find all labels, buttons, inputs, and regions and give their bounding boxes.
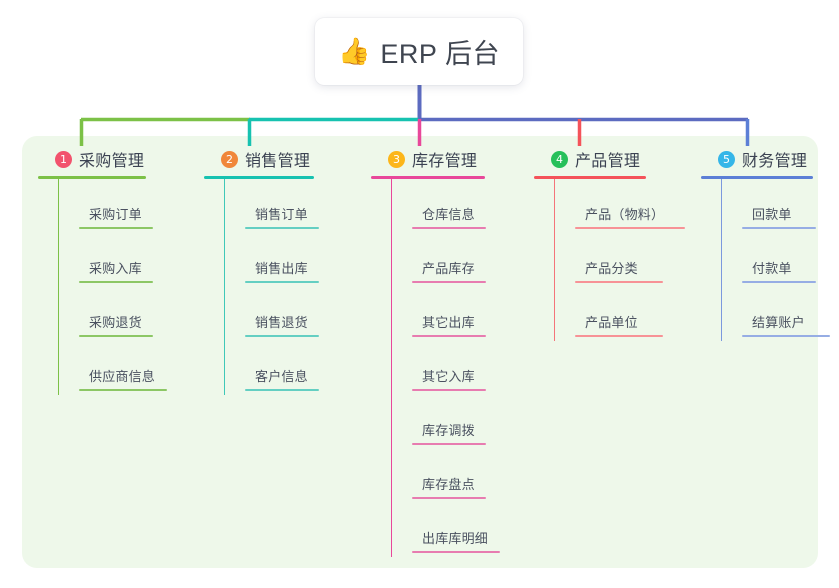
branch-rule-4 xyxy=(534,176,646,179)
branch-column-4: 4 产品管理 产品（物料） 产品分类 产品单位 xyxy=(534,148,694,341)
item-label: 出库库明细 xyxy=(422,531,489,546)
list-item[interactable]: 其它入库 xyxy=(392,341,531,395)
item-label: 销售订单 xyxy=(255,207,308,222)
branch-title-4: 产品管理 xyxy=(575,153,641,170)
root-node[interactable]: 👍 ERP 后台 xyxy=(315,18,523,85)
branch-items-1: 采购订单 采购入库 采购退货 供应商信息 xyxy=(58,179,188,395)
list-item[interactable]: 产品分类 xyxy=(555,233,694,287)
branch-title-2: 销售管理 xyxy=(245,153,311,170)
branch-header-3[interactable]: 3 库存管理 xyxy=(371,148,531,170)
item-rule xyxy=(412,389,486,391)
item-rule xyxy=(742,335,830,337)
item-label: 仓库信息 xyxy=(422,207,475,222)
list-item[interactable]: 供应商信息 xyxy=(59,341,188,395)
list-item[interactable]: 采购退货 xyxy=(59,287,188,341)
item-label: 供应商信息 xyxy=(89,369,156,384)
diagram-board xyxy=(22,136,818,568)
branch-title-3: 库存管理 xyxy=(412,153,478,170)
item-rule xyxy=(79,281,153,283)
item-rule xyxy=(742,227,816,229)
branch-rule-5 xyxy=(701,176,813,179)
item-rule xyxy=(742,281,816,283)
list-item[interactable]: 采购入库 xyxy=(59,233,188,287)
item-label: 其它入库 xyxy=(422,369,475,384)
branch-items-3: 仓库信息 产品库存 其它出库 其它入库 库存调拨 库存盘点 xyxy=(391,179,531,557)
item-label: 付款单 xyxy=(752,261,792,276)
item-rule xyxy=(79,389,167,391)
item-label: 采购退货 xyxy=(89,315,142,330)
item-rule xyxy=(412,335,486,337)
branch-items-4: 产品（物料） 产品分类 产品单位 xyxy=(554,179,694,341)
item-rule xyxy=(412,443,486,445)
item-label: 销售退货 xyxy=(255,315,308,330)
root-title: ERP 后台 xyxy=(380,39,500,69)
item-label: 产品单位 xyxy=(585,315,638,330)
item-label: 销售出库 xyxy=(255,261,308,276)
list-item[interactable]: 客户信息 xyxy=(225,341,354,395)
branch-badge-4: 4 xyxy=(551,150,568,168)
branch-header-1[interactable]: 1 采购管理 xyxy=(38,148,188,170)
item-rule xyxy=(575,281,663,283)
list-item[interactable]: 回款单 xyxy=(722,179,839,233)
item-label: 结算账户 xyxy=(752,315,805,330)
list-item[interactable]: 销售退货 xyxy=(225,287,354,341)
branch-badge-2: 2 xyxy=(221,150,238,168)
item-rule xyxy=(79,227,153,229)
branch-badge-5: 5 xyxy=(718,150,735,168)
thumbs-up-icon: 👍 xyxy=(338,35,371,66)
list-item[interactable]: 销售订单 xyxy=(225,179,354,233)
item-label: 采购入库 xyxy=(89,261,142,276)
branch-badge-1: 1 xyxy=(55,150,72,168)
list-item[interactable]: 库存调拨 xyxy=(392,395,531,449)
branch-rule-3 xyxy=(371,176,485,179)
item-rule xyxy=(412,497,486,499)
item-rule xyxy=(412,281,486,283)
item-rule xyxy=(79,335,153,337)
branch-rule-2 xyxy=(204,176,314,179)
list-item[interactable]: 结算账户 xyxy=(722,287,839,341)
list-item[interactable]: 采购订单 xyxy=(59,179,188,233)
item-rule xyxy=(245,389,319,391)
item-rule xyxy=(245,281,319,283)
item-label: 采购订单 xyxy=(89,207,142,222)
branch-header-4[interactable]: 4 产品管理 xyxy=(534,148,694,170)
item-label: 客户信息 xyxy=(255,369,308,384)
item-label: 产品库存 xyxy=(422,261,475,276)
list-item[interactable]: 付款单 xyxy=(722,233,839,287)
item-label: 库存调拨 xyxy=(422,423,475,438)
item-rule xyxy=(412,227,486,229)
list-item[interactable]: 出库库明细 xyxy=(392,503,531,557)
item-label: 产品（物料） xyxy=(585,207,665,222)
list-item[interactable]: 库存盘点 xyxy=(392,449,531,503)
item-label: 其它出库 xyxy=(422,315,475,330)
branch-items-2: 销售订单 销售出库 销售退货 客户信息 xyxy=(224,179,354,395)
list-item[interactable]: 产品单位 xyxy=(555,287,694,341)
branch-column-2: 2 销售管理 销售订单 销售出库 销售退货 客户信息 xyxy=(204,148,354,395)
branch-header-2[interactable]: 2 销售管理 xyxy=(204,148,354,170)
branch-column-1: 1 采购管理 采购订单 采购入库 采购退货 供应商信息 xyxy=(38,148,188,395)
item-label: 回款单 xyxy=(752,207,792,222)
branch-badge-3: 3 xyxy=(388,150,405,168)
list-item[interactable]: 仓库信息 xyxy=(392,179,531,233)
list-item[interactable]: 产品库存 xyxy=(392,233,531,287)
list-item[interactable]: 产品（物料） xyxy=(555,179,694,233)
item-rule xyxy=(412,551,500,553)
list-item[interactable]: 其它出库 xyxy=(392,287,531,341)
item-label: 产品分类 xyxy=(585,261,638,276)
branch-header-5[interactable]: 5 财务管理 xyxy=(701,148,839,170)
branch-title-1: 采购管理 xyxy=(79,153,145,170)
branch-column-3: 3 库存管理 仓库信息 产品库存 其它出库 其它入库 库存调拨 xyxy=(371,148,531,557)
branch-column-5: 5 财务管理 回款单 付款单 结算账户 xyxy=(701,148,839,341)
branch-items-5: 回款单 付款单 结算账户 xyxy=(721,179,839,341)
item-label: 库存盘点 xyxy=(422,477,475,492)
item-rule xyxy=(575,335,663,337)
branch-title-5: 财务管理 xyxy=(742,153,808,170)
item-rule xyxy=(245,335,319,337)
branch-rule-1 xyxy=(38,176,146,179)
item-rule xyxy=(245,227,319,229)
item-rule xyxy=(575,227,685,229)
list-item[interactable]: 销售出库 xyxy=(225,233,354,287)
